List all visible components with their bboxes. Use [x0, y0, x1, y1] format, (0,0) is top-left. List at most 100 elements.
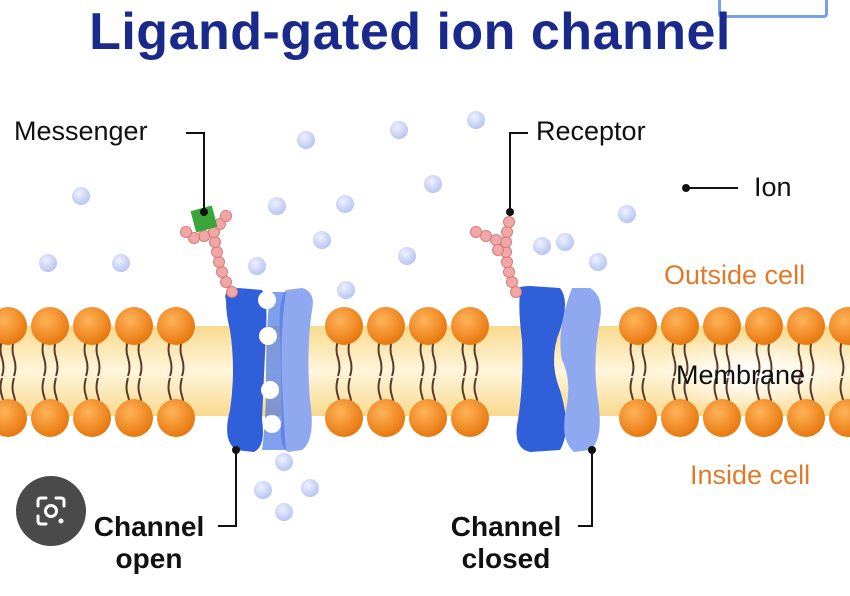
receptor-chain-open: [180, 210, 238, 298]
lipid-head: [31, 399, 69, 437]
lipid-tail: [431, 339, 437, 377]
lipid-head: [73, 399, 111, 437]
lipid-tail: [41, 339, 47, 377]
label-receptor: Receptor: [536, 116, 646, 146]
lipid-tail: [461, 339, 467, 377]
receptor-bead: [501, 226, 513, 238]
receptor-bead: [506, 276, 518, 288]
lipid-tail: [167, 339, 173, 377]
lipid-tail: [125, 339, 131, 377]
receptor-bead: [470, 226, 482, 238]
ion: [533, 237, 551, 255]
ion: [112, 254, 130, 272]
messenger-pointer: [200, 208, 208, 216]
lipid-head: [367, 307, 405, 345]
lipid-tail: [671, 339, 677, 377]
lipid-head: [409, 307, 447, 345]
lipid-head: [829, 399, 850, 437]
lipid-head: [73, 307, 111, 345]
ion: [268, 197, 286, 215]
channel-closed-leader: [578, 450, 593, 527]
lipid-head: [367, 399, 405, 437]
receptor-pointer: [506, 208, 514, 216]
label-channel-open-line2: open: [115, 543, 183, 574]
lipid-tail: [0, 339, 5, 377]
lipid-head: [787, 307, 825, 345]
receptor-bead: [216, 266, 228, 278]
ion-in-channel: [263, 415, 281, 433]
ion: [424, 175, 442, 193]
label-messenger: Messenger: [14, 116, 148, 146]
ion: [618, 205, 636, 223]
lipid-head: [115, 307, 153, 345]
lipid-head: [661, 307, 699, 345]
ion: [254, 481, 272, 499]
ion: [336, 195, 354, 213]
receptor-bead: [209, 236, 221, 248]
label-channel-closed-line2: closed: [461, 543, 551, 574]
ion: [39, 254, 57, 272]
messenger-leader: [186, 132, 205, 212]
ion: [467, 111, 485, 129]
ion-pointer: [682, 184, 690, 192]
lipid-tail: [137, 339, 143, 377]
label-channel-closed-line1: Channel: [450, 511, 562, 542]
lipid-tail: [95, 339, 101, 377]
ion: [313, 231, 331, 249]
lipid-tail: [335, 339, 341, 377]
ion: [556, 233, 574, 251]
lipid-head: [619, 307, 657, 345]
label-outside-cell: Outside cell: [664, 260, 806, 290]
lipid-head: [451, 399, 489, 437]
receptor-leader: [509, 132, 528, 210]
receptor-bead: [198, 230, 210, 242]
receptor-bead: [503, 216, 515, 228]
ions: [39, 111, 636, 521]
lipid-head: [157, 307, 195, 345]
lipid-head: [31, 307, 69, 345]
lipid-head: [409, 399, 447, 437]
lipid-head: [745, 307, 783, 345]
receptor-bead: [226, 286, 238, 298]
ion: [589, 253, 607, 271]
lipid-tail: [809, 339, 815, 377]
lipid-tail: [755, 339, 761, 377]
ion-in-channel: [259, 327, 277, 345]
receptor-bead: [510, 286, 522, 298]
lipid-head: [661, 399, 699, 437]
lipid-head: [829, 307, 850, 345]
corner-frame: [718, 0, 828, 18]
google-lens-icon[interactable]: [16, 476, 86, 546]
ion-in-channel: [261, 381, 279, 399]
lipid-heads: [0, 307, 850, 437]
receptor-bead: [180, 226, 192, 238]
ion: [398, 247, 416, 265]
channel-closed-protein: [516, 286, 601, 452]
messenger-molecule: [190, 205, 218, 233]
receptor-chain-closed: [470, 216, 522, 298]
label-channel-closed: Channel closed: [436, 511, 576, 575]
receptor-bead: [211, 246, 223, 258]
receptor-bead: [490, 234, 502, 246]
receptor-bead: [220, 276, 232, 288]
lens-glyph: [36, 496, 66, 526]
receptor-bead: [503, 266, 515, 278]
membrane-highlight: [655, 335, 845, 415]
leader-lines: [186, 132, 738, 527]
label-channel-open: Channel open: [84, 511, 214, 575]
label-membrane: Membrane: [676, 360, 806, 390]
ion: [275, 453, 293, 471]
lipid-tail: [179, 339, 185, 377]
receptor-bead: [480, 230, 492, 242]
receptor-bead: [213, 256, 225, 268]
lipid-head: [703, 307, 741, 345]
lipid-head: [787, 399, 825, 437]
channel-closed-pointer: [588, 446, 596, 454]
receptor-bead: [492, 244, 504, 256]
page-title: Ligand-gated ion channel: [89, 3, 731, 61]
lipid-tail: [641, 339, 647, 377]
lipid-tail: [797, 339, 803, 377]
ion: [297, 131, 315, 149]
